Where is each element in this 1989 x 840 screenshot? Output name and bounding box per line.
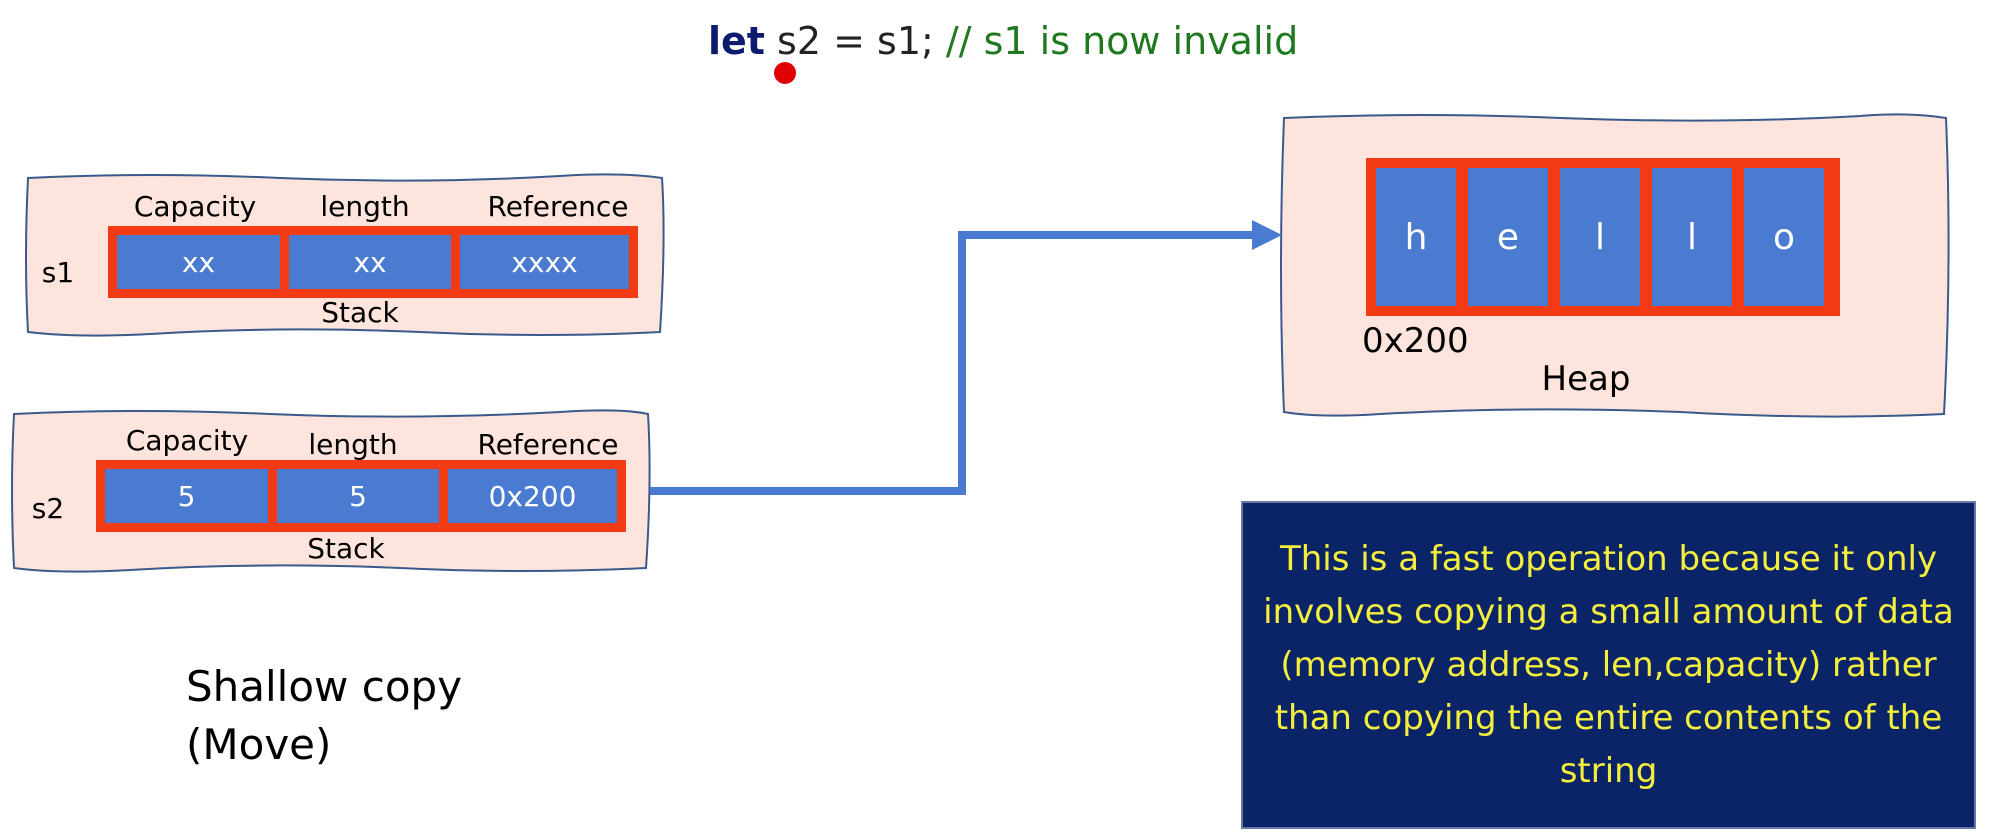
heap-char-cell: l [1652, 168, 1732, 306]
s1-variable-label: s1 [41, 256, 75, 289]
heap-address-label: 0x200 [1362, 321, 1469, 361]
s2-header-length: length [308, 428, 398, 461]
s1-header-length: length [320, 190, 410, 223]
heap-char-cell: l [1560, 168, 1640, 306]
s1-length-cell: xx [289, 235, 451, 289]
s1-capacity-cell: xx [117, 235, 280, 289]
explanation-note: This is a fast operation because it only… [1241, 501, 1976, 829]
heap-char-cell: o [1744, 168, 1824, 306]
s2-reference-cell: 0x200 [448, 469, 617, 523]
explanation-note-text: This is a fast operation because it only… [1263, 538, 1954, 791]
s2-stack-label: Stack [307, 532, 385, 565]
s2-capacity-cell: 5 [105, 469, 268, 523]
pointer-arrow-line [650, 231, 1258, 495]
s1-stack-label: Stack [321, 296, 399, 329]
s2-variable-label: s2 [31, 492, 65, 525]
code-keyword: let [708, 19, 765, 63]
code-assignment: s2 = s1; [764, 19, 934, 63]
laser-pointer-dot [774, 62, 796, 84]
s2-string-struct: 5 5 0x200 [96, 460, 626, 532]
heap-label: Heap [1541, 359, 1631, 399]
s2-length-cell: 5 [277, 469, 439, 523]
heap-char-cell: h [1376, 168, 1456, 306]
s2-header-reference: Reference [477, 428, 619, 461]
s1-reference-cell: xxxx [460, 235, 629, 289]
s1-header-capacity: Capacity [133, 190, 257, 223]
heap-char-cell: e [1468, 168, 1548, 306]
heap-bytes: h e l l o [1366, 158, 1840, 316]
s1-string-struct: xx xx xxxx [108, 226, 638, 298]
code-statement: let s2 = s1; // s1 is now invalid [708, 16, 1298, 66]
diagram-caption: Shallow copy (Move) [186, 662, 463, 769]
s2-header-capacity: Capacity [125, 424, 249, 457]
s1-header-reference: Reference [487, 190, 629, 223]
pointer-arrowhead [1252, 220, 1282, 250]
code-comment: // s1 is now invalid [933, 19, 1299, 63]
